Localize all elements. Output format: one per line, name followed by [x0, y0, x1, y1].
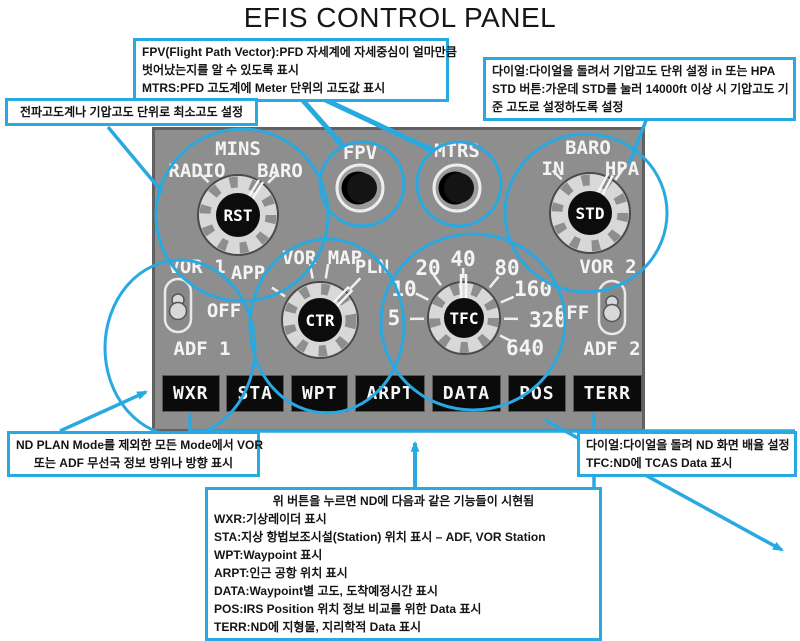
vor2-toggle-switch[interactable]: [599, 281, 625, 334]
mtrs-group: MTRS: [434, 140, 480, 211]
vor1-label: VOR 1: [168, 256, 225, 278]
callout-text-line: STA:지상 항법보조시설(Station) 위치 표시 – ADF, VOR …: [214, 528, 593, 546]
tfc-button-label: TFC: [450, 309, 479, 328]
baro-in-label: IN: [542, 158, 565, 180]
callout-text-line: TERR:ND에 지형물, 지리학적 Data 표시: [214, 618, 593, 636]
callout-text-line: 준 고도로 설정하도록 설정: [492, 98, 787, 116]
fpv-label: FPV: [343, 142, 377, 164]
callout-text-line: ARPT:인근 공항 위치 표시: [214, 564, 593, 582]
range-tfc-knob[interactable]: TFC: [428, 274, 500, 354]
callout-text-line: TFC:ND에 TCAS Data 표시: [586, 454, 788, 472]
range-160-label: 160: [514, 277, 552, 301]
nd-button-arpt[interactable]: ARPT: [355, 375, 424, 412]
baro-group: BARO IN HPA STD: [542, 137, 640, 253]
mtrs-label: MTRS: [434, 140, 480, 162]
rst-button-label: RST: [224, 206, 253, 225]
vor1-toggle-switch[interactable]: [165, 279, 191, 332]
efis-control-panel: MINS RADIO BARO RST FPV MTRS: [152, 127, 645, 432]
mins-radio-label: RADIO: [168, 160, 225, 182]
callout-text-line: DATA:Waypoint별 고도, 도착예정시간 표시: [214, 582, 593, 600]
nd-button-row: WXR STA WPT ARPT DATA POS TERR: [162, 375, 642, 412]
callout-vor-adf: ND PLAN Mode를 제외한 모든 Mode에서 VOR 또는 ADF 무…: [7, 431, 260, 477]
pln-label: PLN: [355, 256, 389, 278]
callout-text-line: 다이얼:다이얼을 돌려서 기압고도 단위 설정 in 또는 HPA: [492, 62, 787, 80]
nd-button-pos[interactable]: POS: [508, 375, 566, 412]
mins-rst-knob[interactable]: RST: [198, 175, 278, 255]
range-group: 5 10 20 40 80 160 320 640 TFC: [388, 247, 567, 360]
callout-nd-buttons: 위 버튼을 누르면 ND에 다음과 같은 기능들이 시현됨 WXR:기상레이더 …: [205, 487, 602, 641]
callout-text-line: 벗어났는지를 알 수 있도록 표시: [142, 61, 440, 79]
nd-button-data[interactable]: DATA: [432, 375, 501, 412]
nd-button-wpt[interactable]: WPT: [291, 375, 349, 412]
callout-text-line: MTRS:PFD 고도계에 Meter 단위의 고도값 표시: [142, 79, 440, 97]
vor-map-label: VOR MAP: [282, 247, 362, 269]
vor2-group: VOR 2 OFF ADF 2: [555, 256, 641, 360]
mode-group: VOR MAP APP PLN CTR: [231, 247, 389, 358]
callout-text-line: 위 버튼을 누르면 ND에 다음과 같은 기능들이 시현됨: [214, 492, 593, 510]
mtrs-button[interactable]: [434, 165, 480, 211]
ctr-button-label: CTR: [306, 311, 335, 330]
vor1-callout-arrow: [60, 392, 146, 431]
range-20-label: 20: [415, 256, 440, 280]
callout-text-line: WXR:기상레이더 표시: [214, 510, 593, 528]
baro-label: BARO: [565, 137, 611, 159]
callout-nd-range: 다이얼:다이얼을 돌려 ND 화면 배율 설정 TFC:ND에 TCAS Dat…: [577, 431, 797, 477]
fpv-button[interactable]: [337, 165, 383, 211]
fpv-group: FPV: [337, 142, 383, 211]
adf1-label: ADF 1: [173, 338, 230, 360]
callout-text-line: STD 버튼:가운데 STD를 눌러 14000ft 이상 시 기압고도 기: [492, 80, 787, 98]
callout-baro-dial: 다이얼:다이얼을 돌려서 기압고도 단위 설정 in 또는 HPA STD 버튼…: [483, 57, 796, 121]
mode-ctr-knob[interactable]: CTR: [282, 282, 358, 358]
callout-text-line: ND PLAN Mode를 제외한 모든 Mode에서 VOR: [16, 436, 251, 454]
mins-label: MINS: [215, 138, 261, 160]
adf2-label: ADF 2: [583, 338, 640, 360]
nd-button-sta[interactable]: STA: [226, 375, 284, 412]
vor1-group: VOR 1 OFF ADF 1: [165, 256, 241, 360]
vor2-label: VOR 2: [579, 256, 636, 278]
callout-fpv-mtrs: FPV(Flight Path Vector):PFD 자세계에 자세중심이 얼…: [133, 38, 449, 102]
callout-text-line: 또는 ADF 무선국 정보 방위나 방향 표시: [16, 454, 251, 472]
vor1-off-label: OFF: [207, 300, 241, 322]
vor2-off-label: OFF: [555, 302, 589, 324]
range-5-label: 5: [388, 306, 401, 330]
nd-button-wxr[interactable]: WXR: [162, 375, 220, 412]
range-40-label: 40: [450, 247, 475, 271]
app-label: APP: [231, 262, 265, 284]
callout-text-line: 다이얼:다이얼을 돌려 ND 화면 배율 설정: [586, 436, 788, 454]
callout-text-line: 전파고도계나 기압고도 단위로 최소고도 설정: [14, 103, 249, 121]
page-title: EFIS CONTROL PANEL: [0, 2, 800, 34]
nd-button-terr[interactable]: TERR: [573, 375, 642, 412]
mins-baro-label: BARO: [257, 160, 303, 182]
callout-text-line: FPV(Flight Path Vector):PFD 자세계에 자세중심이 얼…: [142, 43, 440, 61]
std-button-label: STD: [576, 204, 605, 223]
callout-mins: 전파고도계나 기압고도 단위로 최소고도 설정: [5, 98, 258, 126]
callout-text-line: POS:IRS Position 위치 정보 비교를 위한 Data 표시: [214, 600, 593, 618]
range-640-label: 640: [506, 336, 544, 360]
callout-text-line: WPT:Waypoint 표시: [214, 546, 593, 564]
baro-std-knob[interactable]: STD: [550, 173, 630, 253]
range-10-label: 10: [391, 277, 416, 301]
mins-group: MINS RADIO BARO RST: [168, 138, 302, 255]
